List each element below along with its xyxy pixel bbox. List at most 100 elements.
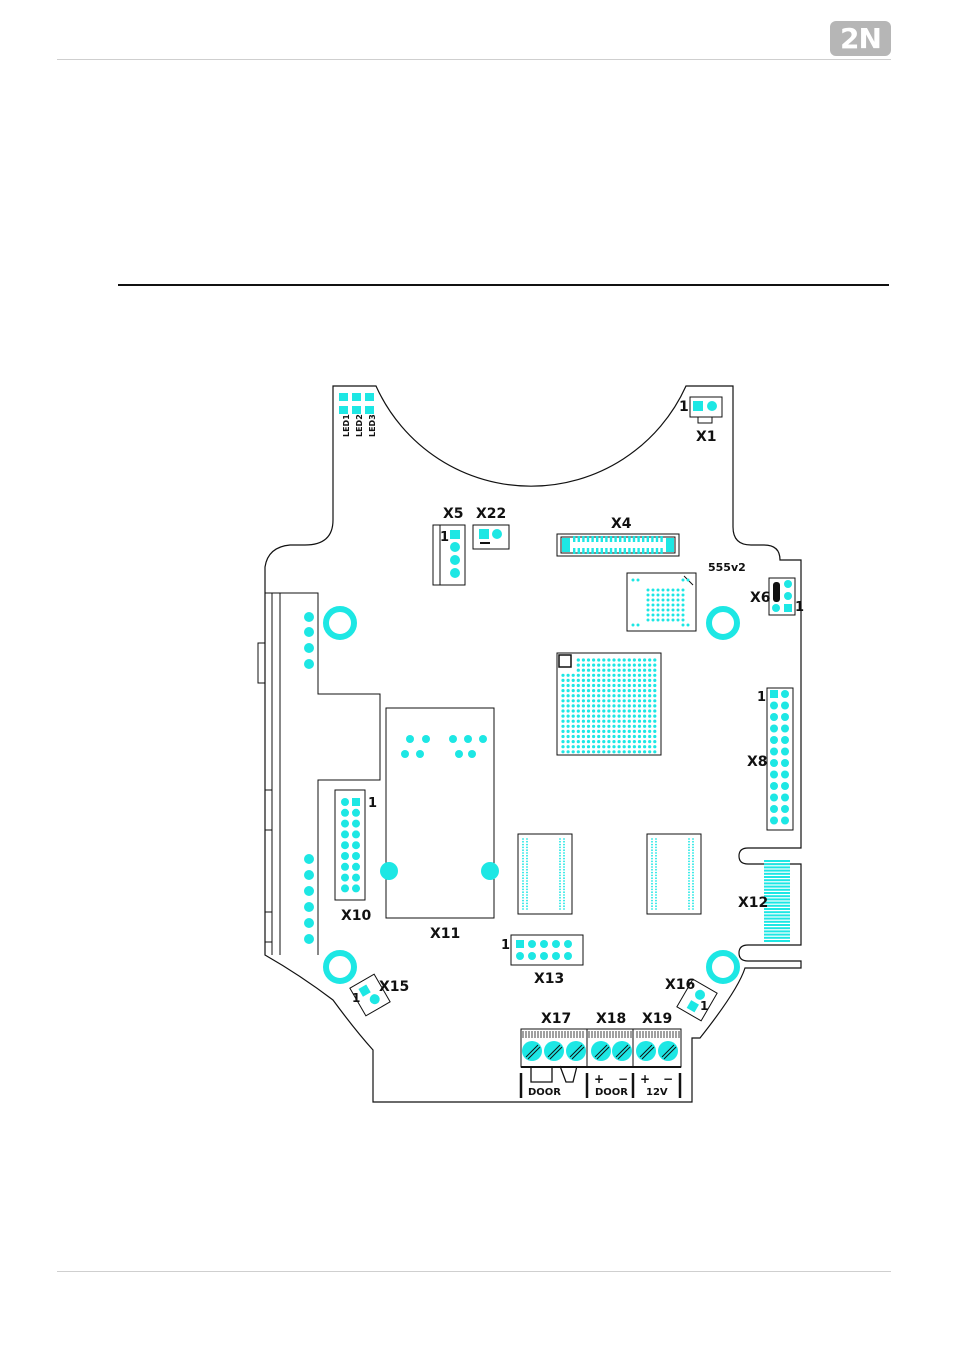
ram-pad [563,849,565,851]
bga-ball [653,699,656,702]
ram-pad [655,872,657,874]
bga-ball [618,704,621,707]
bga-ball [587,689,590,692]
bga-ball [602,704,605,707]
bga-ball [592,689,595,692]
ram-pad [522,844,524,846]
bga-ball [587,740,590,743]
bga-ball [633,689,636,692]
ram-pad [526,847,528,849]
bga-ball [638,735,641,738]
ram-pad [655,900,657,902]
bga-ball [582,684,585,687]
ram-chip-right [647,834,701,914]
ram-pad [692,886,694,888]
x13-pin [552,952,560,960]
x4-pin [656,548,658,554]
ram-pad [688,847,690,849]
ram-pad [522,883,524,885]
bga-ball [618,720,621,723]
ram-pad [522,872,524,874]
bga-ball [597,730,600,733]
bga-ball [662,589,665,592]
bga-ball [567,750,570,753]
ram-pad [522,863,524,865]
x8-pin [770,702,778,710]
bga-ball [653,745,656,748]
bga-ball [612,704,615,707]
bga-ball [602,664,605,667]
ram-pad [651,841,653,843]
bga-ball [597,684,600,687]
bga-ball [572,679,575,682]
x4-pin [642,536,644,542]
ram-pad [655,891,657,893]
ram-pad [688,908,690,910]
bga-ball [612,664,615,667]
x12-pad [764,930,790,932]
bga-ball [602,750,605,753]
bga-ball [633,669,636,672]
bga-ball [638,745,641,748]
ram-pad [651,852,653,854]
x8-pin [770,782,778,790]
x12-pad [764,876,790,878]
bga-ball [647,609,650,612]
x4-pin [660,548,662,554]
led3-label: LED3 [368,414,377,437]
bga-ball [618,674,621,677]
bga-ball [652,609,655,612]
bga-ball [602,735,605,738]
x4-pin [578,548,580,554]
bga-ball [577,699,580,702]
x12-pad [764,889,790,891]
bga-ball [648,684,651,687]
x1-label: X1 [696,429,717,445]
bga-ball [628,745,631,748]
bga-ball [592,715,595,718]
ram-pad [526,891,528,893]
bga-ball [612,679,615,682]
bga-ball [612,715,615,718]
ram-pad [522,841,524,843]
bga-ball [587,664,590,667]
bga-ball [567,704,570,707]
bga-ball [682,599,685,602]
bga-ball [677,609,680,612]
connector-x13: 1 X13 [501,935,583,987]
ram-pad [688,858,690,860]
bga-ball [672,614,675,617]
x12-pad [764,879,790,881]
ram-pad [563,861,565,863]
bga-ball [572,709,575,712]
bga-ball [628,694,631,697]
ram-pad [651,891,653,893]
bga-ball [607,709,610,712]
bga-ball [638,750,641,753]
x4-pin [633,536,635,542]
bga-ball [623,679,626,682]
x4-pin [596,548,598,554]
board-version: 555v2 [708,561,746,574]
bga-ball [567,689,570,692]
bga-ball [648,715,651,718]
ram-pad [563,883,565,885]
bga-ball [623,740,626,743]
bga-ball [648,689,651,692]
ram-pad [522,897,524,899]
bga-ball [602,694,605,697]
x4-pin [591,536,593,542]
x8-pin [770,690,778,698]
bga-ball [612,658,615,661]
ram-pad [655,838,657,840]
bga-ball [638,725,641,728]
bga-ball [672,599,675,602]
ram-pad [688,872,690,874]
ram-pad [688,883,690,885]
bga-ball [592,725,595,728]
bga-ball [623,709,626,712]
ram-pad [563,855,565,857]
ram-pad [559,894,561,896]
bga-ball [577,735,580,738]
ram-pad [559,838,561,840]
